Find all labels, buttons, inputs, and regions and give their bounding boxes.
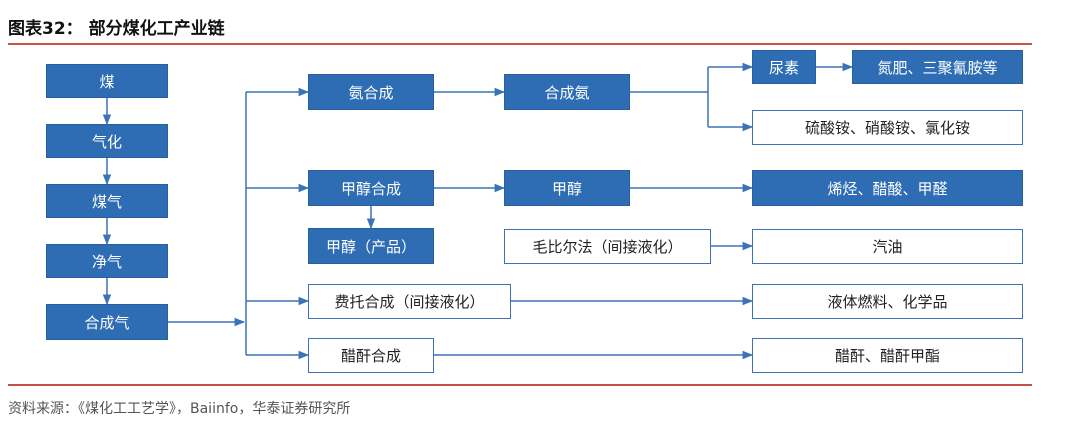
node-clean-gas: 净气: [46, 244, 168, 278]
node-synthetic-ammonia: 合成氨: [504, 74, 630, 110]
node-methanol-synthesis: 甲醇合成: [308, 170, 434, 206]
node-anhydride-synthesis: 醋酐合成: [308, 338, 434, 373]
top-rule: [8, 43, 1032, 45]
figure-title: 图表32： 部分煤化工产业链: [8, 19, 225, 39]
node-liquid-fuels: 液体燃料、化学品: [752, 284, 1023, 319]
node-gasification: 气化: [46, 124, 168, 158]
node-ammonia-synthesis: 氨合成: [308, 74, 434, 110]
source-note: 资料来源：《煤化工工艺学》，Baiinfo，华泰证券研究所: [8, 401, 351, 417]
node-coal-gas: 煤气: [46, 184, 168, 218]
node-urea-products: 氮肥、三聚氰胺等: [852, 50, 1023, 84]
node-mobil-process: 毛比尔法（间接液化）: [504, 229, 711, 264]
node-coal: 煤: [46, 64, 168, 98]
node-anhydride-products: 醋酐、醋酐甲酯: [752, 338, 1023, 373]
node-syngas: 合成气: [46, 304, 168, 340]
node-methanol-product: 甲醇（产品）: [308, 228, 434, 264]
bottom-rule: [8, 384, 1032, 386]
node-gasoline: 汽油: [752, 229, 1023, 264]
node-methanol: 甲醇: [504, 170, 630, 206]
node-urea: 尿素: [752, 50, 816, 84]
node-fischer-tropsch: 费托合成（间接液化）: [308, 284, 511, 319]
node-olefins: 烯烃、醋酸、甲醛: [752, 170, 1023, 206]
node-ammonium-salts: 硫酸铵、硝酸铵、氯化铵: [752, 110, 1023, 145]
